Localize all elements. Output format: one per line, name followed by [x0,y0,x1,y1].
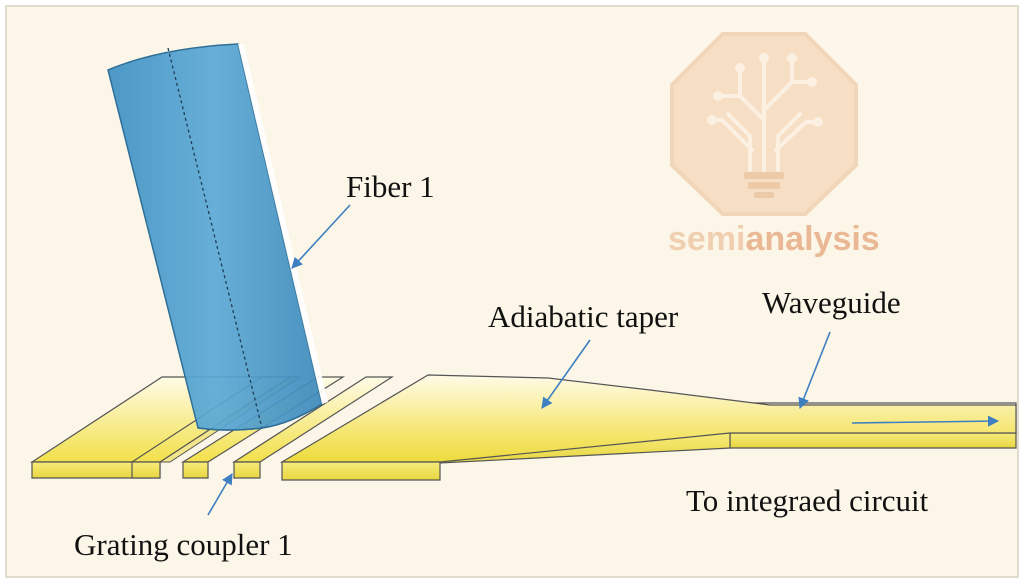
waveguide-pointer-arrow [798,331,831,410]
fiber-core-line [167,47,263,429]
taper-label: Adiabatic taper [488,299,679,334]
watermark-text: semianalysis [668,220,880,258]
circuit-tree-lightbulb-icon [670,32,858,216]
adiabatic-taper [279,374,1017,481]
optical-fiber [107,43,328,431]
taper-pointer-arrow [541,339,591,409]
fiber-pointer-arrow [291,204,351,269]
grating-label: Grating coupler 1 [74,527,293,562]
watermark-part1: semi [668,220,746,258]
grating-pointer-arrow [207,473,233,516]
fiber-label: Fiber 1 [346,169,435,204]
watermark-part2: analysis [746,220,880,258]
light-direction-arrow [851,415,1000,427]
circuit-label: To integraed circuit [686,483,929,518]
waveguide-label: Waveguide [762,285,901,320]
